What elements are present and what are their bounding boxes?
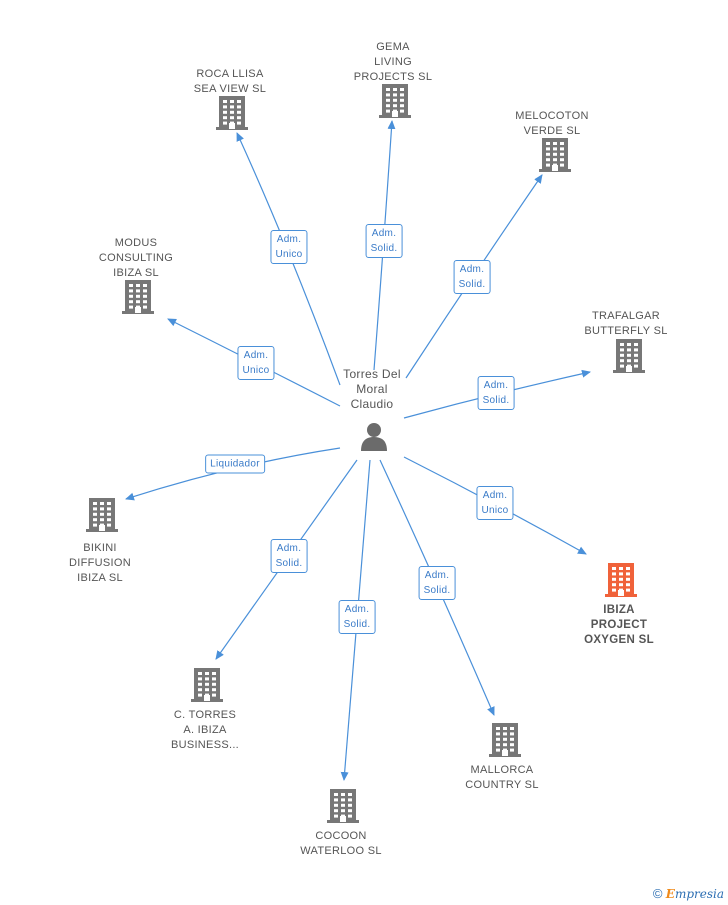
relation-label-bikini[interactable]: Liquidador — [205, 454, 265, 474]
copyright-symbol: © — [652, 886, 663, 901]
brand-initial: E — [665, 887, 675, 901]
relation-label-ctorres[interactable]: Adm. Solid. — [270, 539, 308, 573]
building-icon[interactable] — [122, 280, 154, 319]
relation-label-cocoon[interactable]: Adm. Solid. — [338, 600, 376, 634]
center-person-name[interactable]: Torres Del Moral Claudio — [343, 367, 401, 411]
relation-label-melocoton[interactable]: Adm. Solid. — [453, 260, 491, 294]
relation-label-mallorca[interactable]: Adm. Solid. — [418, 566, 456, 600]
company-name-cocoon[interactable]: COCOON WATERLOO SL — [300, 830, 382, 857]
company-name-melocoton[interactable]: MELOCOTON VERDE SL — [515, 110, 589, 137]
building-icon[interactable] — [191, 668, 223, 707]
company-name-ibiza[interactable]: IBIZA PROJECT OXYGEN SL — [584, 604, 654, 646]
building-icon[interactable] — [489, 723, 521, 762]
relation-label-trafalgar[interactable]: Adm. Solid. — [477, 376, 515, 410]
building-icon[interactable] — [539, 138, 571, 177]
empresia-watermark: © Empresia — [653, 886, 724, 901]
relation-label-roca[interactable]: Adm. Unico — [270, 230, 308, 264]
company-name-bikini[interactable]: BIKINI DIFFUSION IBIZA SL — [69, 542, 131, 584]
company-name-mallorca[interactable]: MALLORCA COUNTRY SL — [465, 764, 539, 791]
building-icon[interactable] — [86, 498, 118, 537]
relation-label-ibiza[interactable]: Adm. Unico — [476, 486, 514, 520]
relation-label-modus[interactable]: Adm. Unico — [237, 346, 275, 380]
person-icon[interactable] — [359, 421, 389, 456]
company-name-trafalgar[interactable]: TRAFALGAR BUTTERFLY SL — [584, 310, 668, 337]
company-name-gema[interactable]: GEMA LIVING PROJECTS SL — [353, 41, 433, 83]
company-name-roca[interactable]: ROCA LLISA SEA VIEW SL — [193, 68, 267, 95]
brand-name: mpresia — [674, 887, 724, 901]
relation-label-gema[interactable]: Adm. Solid. — [365, 224, 403, 258]
building-icon[interactable] — [216, 96, 248, 135]
building-icon[interactable] — [379, 84, 411, 123]
building-icon-highlighted[interactable] — [605, 563, 637, 602]
company-name-ctorres[interactable]: C. TORRES A. IBIZA BUSINESS... — [170, 709, 240, 751]
building-icon[interactable] — [613, 339, 645, 378]
company-name-modus[interactable]: MODUS CONSULTING IBIZA SL — [98, 237, 174, 279]
building-icon[interactable] — [327, 789, 359, 828]
